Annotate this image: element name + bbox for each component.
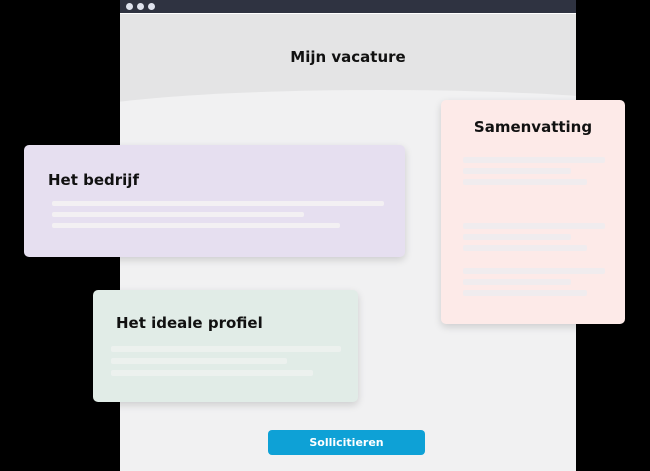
window-titlebar [120,0,576,14]
profile-card: Het ideale profiel [93,290,358,402]
summary-card-title: Samenvatting [473,118,593,136]
placeholder-line [111,370,313,376]
company-card: Het bedrijf [24,145,405,257]
placeholder-line [463,234,571,240]
window-dot-icon [126,3,133,10]
profile-card-title: Het ideale profiel [116,314,263,332]
placeholder-line [463,268,605,274]
page-title: Mijn vacature [290,48,406,66]
company-card-title: Het bedrijf [48,171,139,189]
placeholder-line [52,212,304,217]
placeholder-line [111,346,341,352]
placeholder-line [52,223,340,228]
placeholder-line [111,358,287,364]
placeholder-line [52,201,384,206]
apply-button[interactable]: Sollicitieren [268,430,425,455]
placeholder-line [463,290,587,296]
window-dot-icon [137,3,144,10]
placeholder-line [463,223,605,229]
window-dot-icon [148,3,155,10]
placeholder-line [463,279,571,285]
placeholder-line [463,245,587,251]
placeholder-line [463,179,587,185]
summary-card: Samenvatting [441,100,625,324]
placeholder-line [463,157,605,163]
placeholder-line [463,168,571,174]
